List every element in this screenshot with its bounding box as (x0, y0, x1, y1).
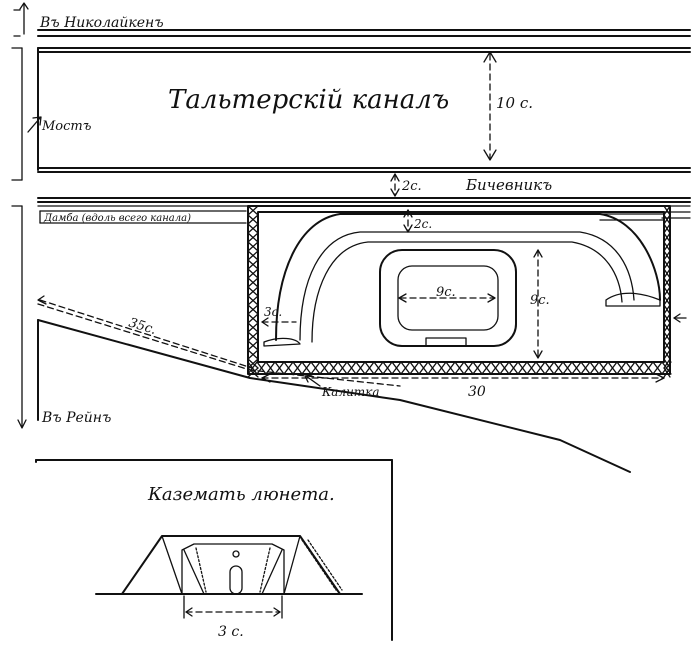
ditch-width-dimension (261, 317, 297, 327)
label-casemate-height: 9с. (530, 293, 550, 308)
label-ditch-width: 3с. (264, 305, 282, 319)
berm-gap-dimension (390, 173, 400, 197)
left-bracket-bottom (11, 205, 27, 429)
inner-gap-dimension (403, 209, 413, 233)
rhein-banks (37, 303, 631, 473)
road-strip (37, 29, 691, 37)
left-bracket-canal (11, 47, 23, 181)
rampart-earthwork (263, 213, 665, 347)
inset-frame (35, 459, 393, 641)
right-entry-arrow (673, 313, 687, 323)
label-to-rhein: Въ Рейнъ (41, 410, 111, 426)
label-bridge: Мостъ (41, 119, 92, 134)
label-to-nikolaiken: Въ Николайкенъ (39, 15, 164, 31)
inset-casemate-section (95, 535, 363, 595)
dam-right-extension (661, 211, 691, 219)
towpath-lines (37, 197, 691, 207)
label-canal: Тальтерскій каналъ (168, 85, 449, 115)
canal-width-dimension (483, 51, 497, 161)
label-inner-gap: 2с. (413, 217, 432, 231)
inset-width-dimension (183, 595, 283, 619)
left-bracket-top (13, 2, 29, 37)
lunette-enclosure (247, 205, 672, 378)
label-wicket: Калитка (321, 385, 380, 399)
casemate-width-dimension (398, 293, 496, 303)
label-dam: Дамба (вдоль всего канала) (43, 213, 191, 224)
bridge-arrow (27, 116, 42, 133)
casemate-reduit (379, 249, 517, 347)
label-towpath: Бичевникъ (465, 176, 552, 194)
label-berm-gap: 2с. (401, 179, 422, 194)
label-length-35: 35с. (127, 315, 158, 338)
canal-body (37, 47, 691, 173)
dam-strip (39, 210, 247, 224)
casemate-height-dimension (533, 249, 543, 359)
length-35-dimension (37, 295, 253, 369)
label-length-30: 30 (468, 384, 486, 400)
wicket-arrow (304, 374, 321, 387)
label-canal-width: 10 с. (496, 94, 533, 112)
label-casemate-width: 9с. (436, 285, 456, 300)
inset-title: Каземать люнета. (147, 484, 335, 505)
label-inset-width: 3 с. (218, 624, 244, 640)
